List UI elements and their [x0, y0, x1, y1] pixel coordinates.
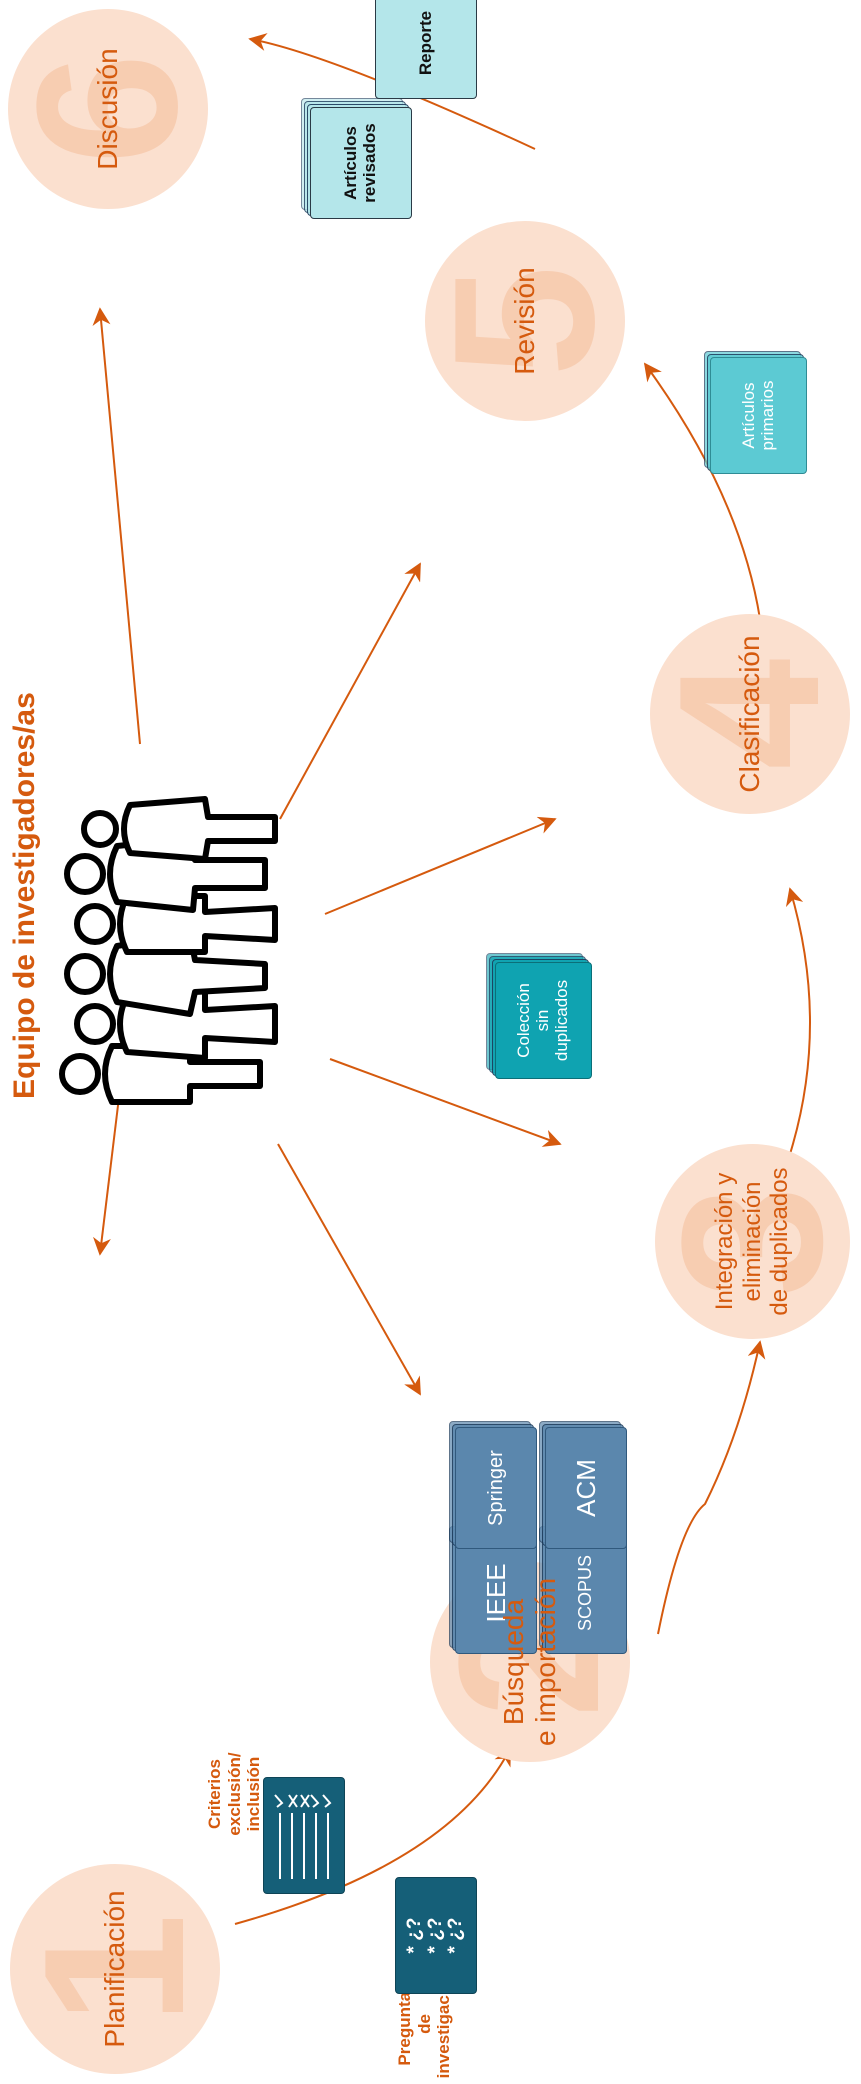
coleccion-sin-duplicados: Colección sin duplicados	[486, 953, 592, 1079]
source-springer-label: Springer	[455, 1427, 537, 1549]
articulos-primarios-label: Artículos primarios	[710, 357, 807, 474]
arrow-team-to-busqueda	[277, 1143, 421, 1396]
arrow-team-to-discusion	[92, 307, 141, 745]
arrow-sources-to-integracion	[657, 1340, 766, 1635]
arrow-team-to-revision	[279, 562, 421, 820]
articulos-revisados-label: Artículos revisados	[310, 107, 412, 219]
arrow-planificacion-to-busqueda	[234, 1747, 511, 1925]
phase-6-discusion: 6 Discusión	[8, 9, 208, 209]
question-document: * ¿? * ¿? * ¿?	[395, 1877, 477, 1994]
source-acm: ACM	[539, 1421, 627, 1549]
criterios-label: Criterios exclusión/ inclusión	[205, 1752, 264, 1836]
team-title: Equipo de investigadores/as	[8, 692, 41, 1099]
phase-3-label: Integración y eliminación de duplicados	[711, 1167, 794, 1316]
arrow-team-to-clasificacion	[324, 816, 557, 915]
people-group-icon	[59, 796, 278, 1105]
articulos-primarios: Artículos primarios	[704, 351, 807, 474]
coleccion-label: Colección sin duplicados	[495, 962, 592, 1079]
source-springer: Springer	[449, 1421, 537, 1549]
phase-2-label: Búsqueda e importación	[497, 1577, 561, 1747]
phase-5-label: Revisión	[508, 267, 540, 375]
phase-6-label: Discusión	[91, 48, 123, 170]
source-acm-label: ACM	[545, 1427, 627, 1549]
arrow-clasificacion-to-revision	[643, 362, 761, 620]
checklist-lines-icon	[274, 1794, 332, 1880]
arrow-revision-to-discusion	[248, 33, 536, 150]
phase-5-revision: 5 Revisión	[425, 221, 625, 421]
articulos-revisados: Artículos revisados	[301, 98, 412, 219]
phase-4-clasificacion: 4 Clasificación	[650, 614, 850, 814]
arrow-team-to-integracion	[329, 1058, 562, 1147]
phase-4-label: Clasificación	[733, 635, 765, 793]
checklist-document-icon	[263, 1777, 345, 1894]
question-document-icon: * ¿? * ¿? * ¿?	[395, 1877, 477, 1994]
phase-3-integracion: 3 Integración y eliminación de duplicado…	[655, 1144, 850, 1339]
checklist-document	[263, 1777, 345, 1894]
phase-1-planificacion: 1 Planificación	[10, 1864, 220, 2074]
reporte-label: Reporte	[375, 0, 477, 99]
arrow-integracion-to-clasificacion	[785, 887, 811, 1155]
reporte: Reporte	[375, 0, 477, 99]
phase-1-label: Planificación	[98, 1890, 130, 2048]
